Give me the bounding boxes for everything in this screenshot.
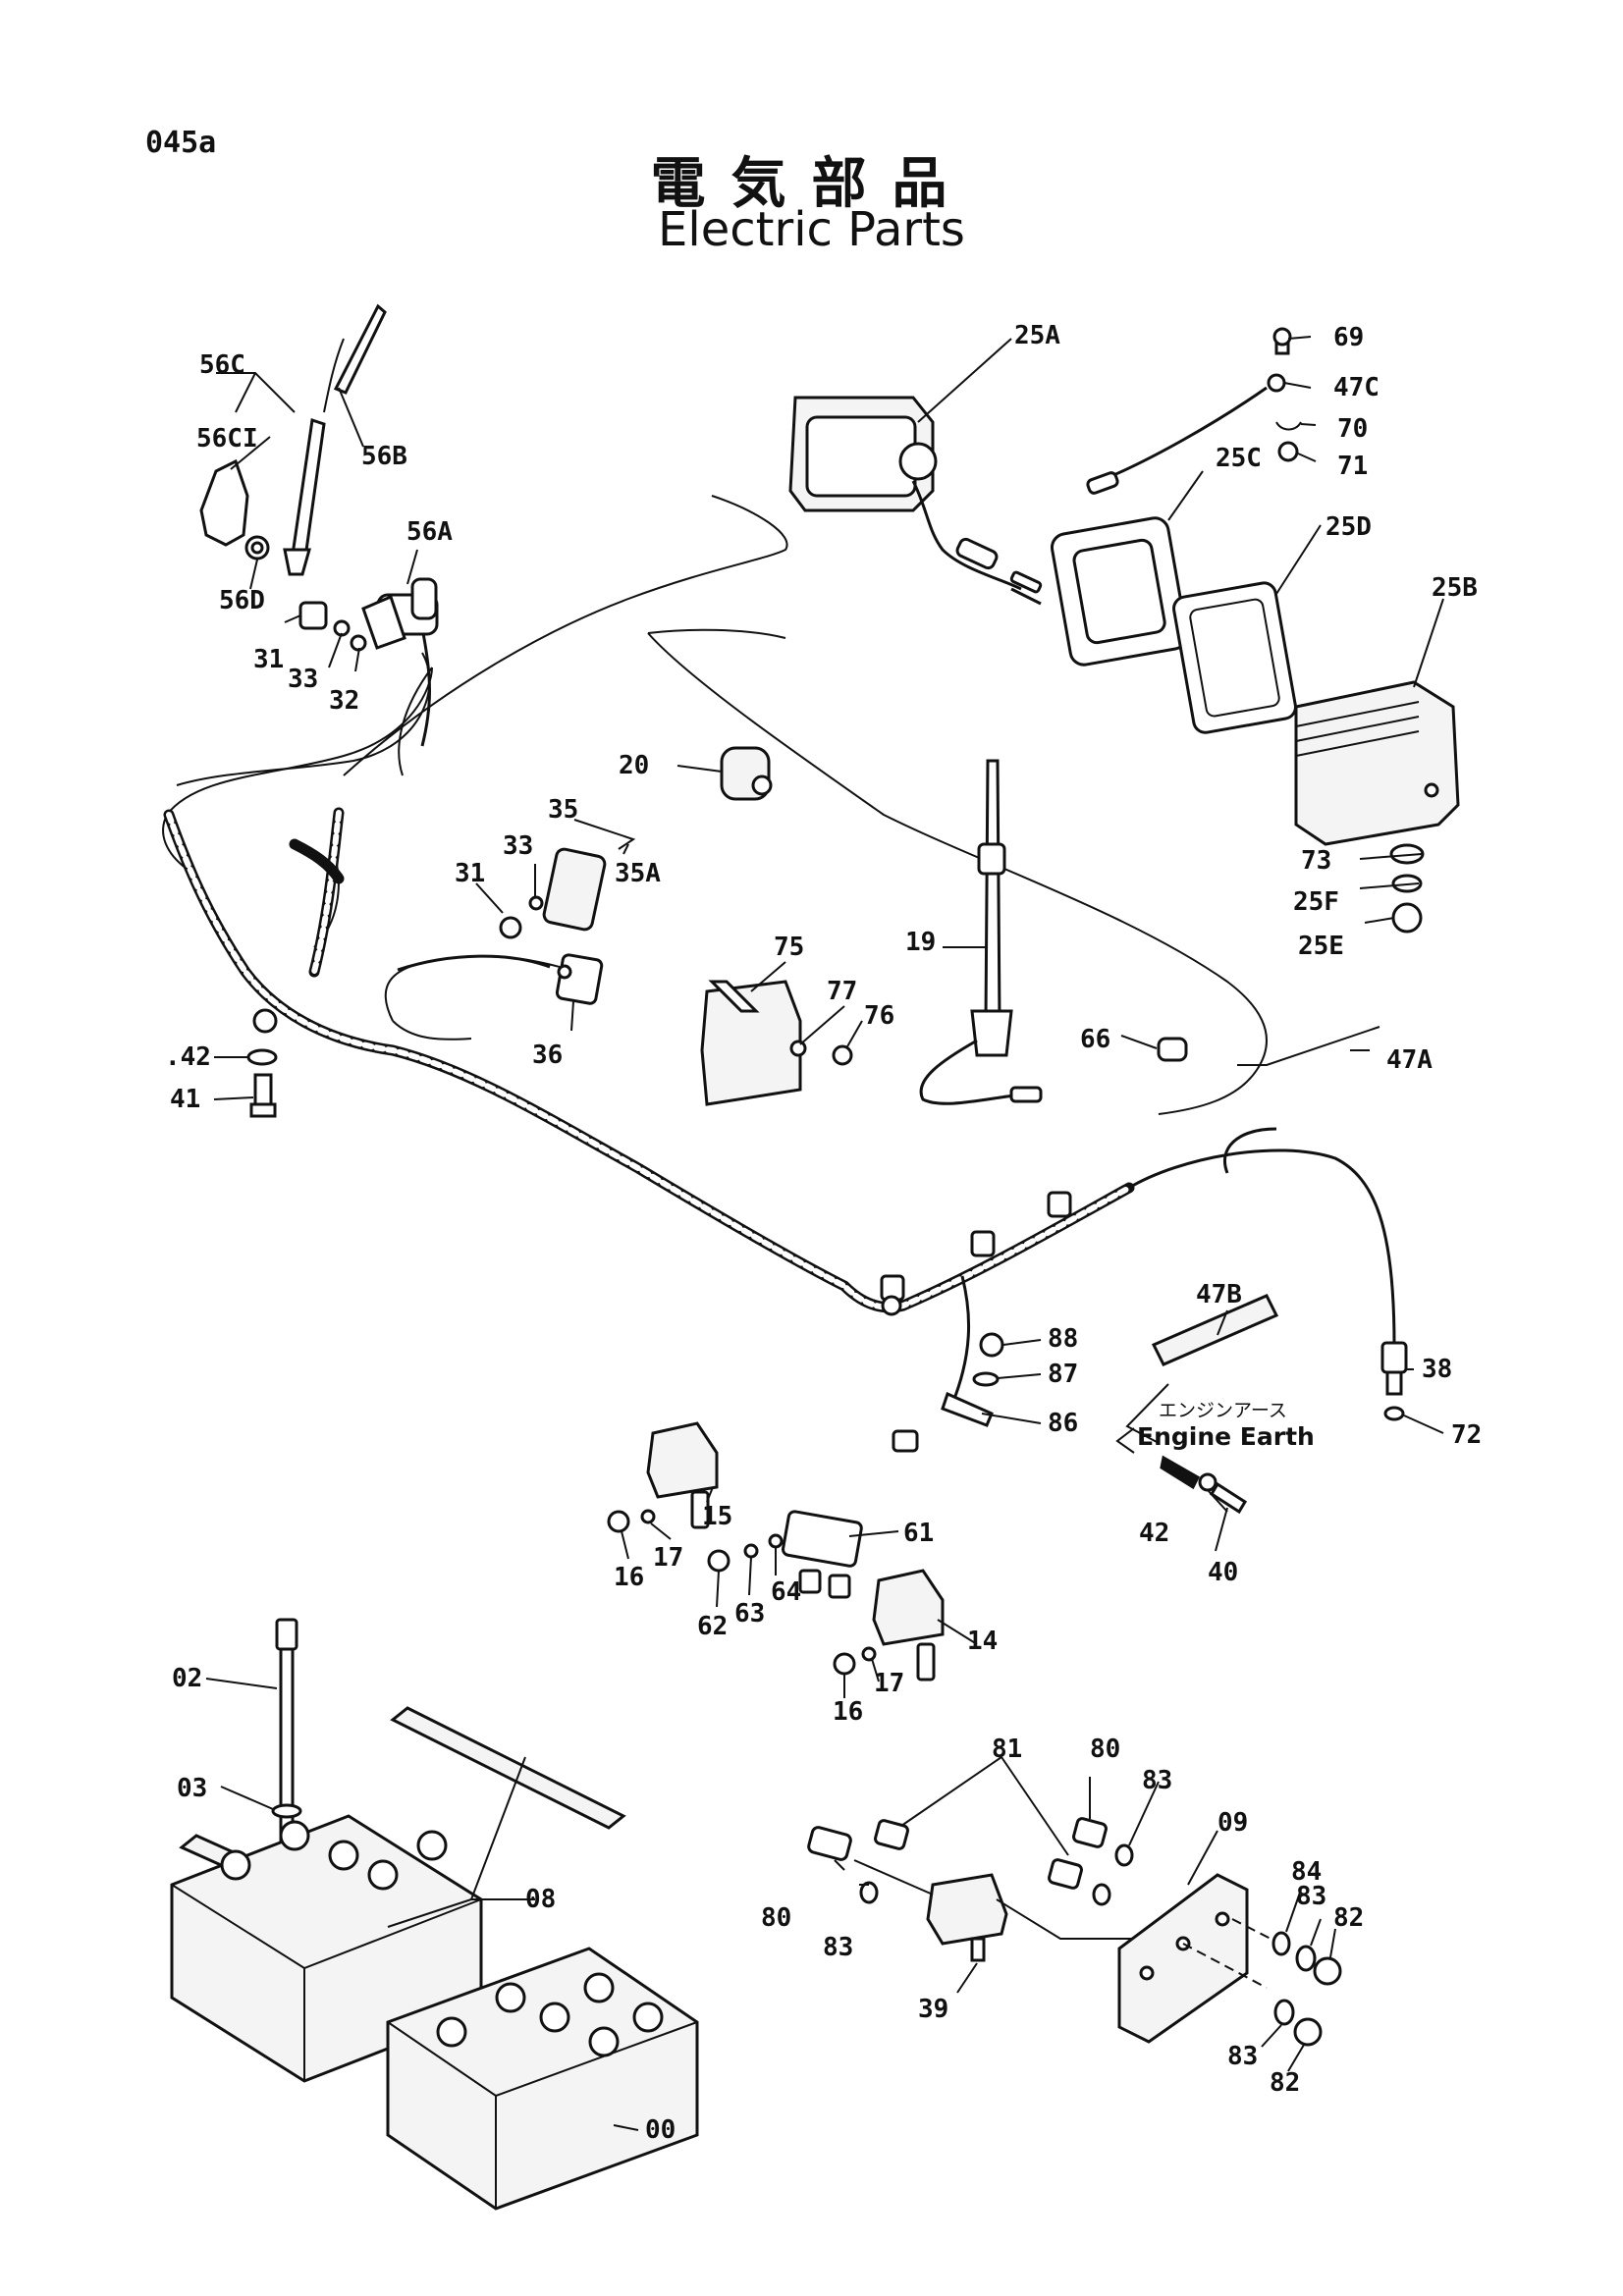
label-81: 81 [992, 1735, 1022, 1764]
label-40: 40 [1208, 1558, 1238, 1587]
label-69: 69 [1333, 323, 1364, 352]
label-83c: 83 [1296, 1882, 1326, 1911]
label-80b: 80 [761, 1903, 791, 1933]
engine-earth-en: Engine Earth [1137, 1422, 1315, 1451]
title-english: Electric Parts [658, 202, 965, 257]
label-56c: 56C [199, 350, 245, 380]
label-56a: 56A [406, 517, 453, 547]
page-id: 045a [145, 126, 217, 160]
battery-relay-bracket [807, 1817, 1342, 2047]
label-25b: 25B [1432, 573, 1478, 603]
label-20: 20 [619, 751, 649, 780]
battery-group [170, 1618, 699, 2211]
label-17: 17 [653, 1543, 683, 1573]
label-88: 88 [1048, 1324, 1078, 1354]
engine-earth-jp: エンジンアース [1159, 1400, 1287, 1421]
label-72: 72 [1451, 1420, 1482, 1450]
label-35a: 35A [615, 859, 661, 888]
label-14: 14 [967, 1627, 998, 1656]
label-47c: 47C [1333, 373, 1380, 402]
label-77: 77 [827, 977, 857, 1006]
label-25a: 25A [1014, 321, 1060, 350]
label-35: 35 [548, 795, 578, 825]
cab-roof-outline [162, 495, 1268, 1115]
label-33b: 33 [503, 831, 533, 861]
label-42b: 42 [1139, 1519, 1169, 1548]
label-56b: 56B [361, 442, 407, 471]
label-16b: 16 [833, 1697, 863, 1727]
label-75: 75 [774, 933, 804, 962]
label-56d: 56D [219, 586, 265, 615]
part-number-labels: 56C 56CI 56B 56A 56D 31 33 32 25A 69 47C… [165, 321, 1482, 2145]
label-83d: 83 [1227, 2042, 1258, 2071]
label-17b: 17 [874, 1669, 904, 1698]
label-38: 38 [1422, 1355, 1452, 1384]
label-73: 73 [1301, 846, 1331, 876]
label-31b: 31 [455, 859, 485, 888]
label-25e: 25E [1298, 932, 1344, 961]
wire-harness-47a [163, 627, 1396, 1405]
label-82b: 82 [1270, 2068, 1300, 2098]
label-15: 15 [702, 1502, 732, 1531]
label-47b: 47B [1196, 1280, 1242, 1309]
cab-misc-parts [246, 746, 1408, 1515]
label-41: 41 [170, 1085, 200, 1114]
label-70: 70 [1337, 414, 1368, 444]
wiper-assembly [176, 303, 439, 786]
label-76: 76 [864, 1001, 894, 1031]
label-03: 03 [177, 1774, 207, 1803]
label-00: 00 [645, 2115, 676, 2145]
label-62: 62 [697, 1612, 728, 1641]
label-87: 87 [1048, 1360, 1078, 1389]
label-16: 16 [614, 1563, 644, 1592]
label-09: 09 [1217, 1808, 1248, 1838]
label-83: 83 [1142, 1766, 1172, 1795]
label-42: .42 [165, 1042, 211, 1072]
leader-lines [205, 336, 1444, 2131]
label-25d: 25D [1325, 512, 1372, 542]
label-25f: 25F [1293, 887, 1339, 917]
label-39: 39 [918, 1995, 948, 2024]
label-36: 36 [532, 1041, 563, 1070]
label-31: 31 [253, 645, 284, 674]
label-19: 19 [905, 928, 936, 957]
label-33: 33 [288, 665, 318, 694]
label-02: 02 [172, 1664, 202, 1693]
label-82: 82 [1333, 1903, 1364, 1933]
label-25c: 25C [1216, 444, 1262, 473]
label-47a: 47A [1386, 1045, 1433, 1075]
work-light-assembly [788, 327, 1460, 934]
title-japanese: 電気部品 [650, 152, 973, 216]
label-08: 08 [525, 1885, 556, 1914]
relay-group [607, 1421, 945, 1682]
label-61: 61 [903, 1519, 934, 1548]
label-86: 86 [1048, 1409, 1078, 1438]
label-83b: 83 [823, 1933, 853, 1962]
label-84: 84 [1291, 1857, 1322, 1887]
engine-earth-note: エンジンアース Engine Earth [1115, 1400, 1315, 1454]
label-64: 64 [771, 1577, 801, 1607]
label-71: 71 [1337, 452, 1368, 481]
label-56ci: 56CI [196, 424, 258, 454]
label-32: 32 [329, 686, 359, 716]
label-80: 80 [1090, 1735, 1120, 1764]
label-63: 63 [734, 1599, 765, 1629]
label-66: 66 [1080, 1025, 1110, 1054]
